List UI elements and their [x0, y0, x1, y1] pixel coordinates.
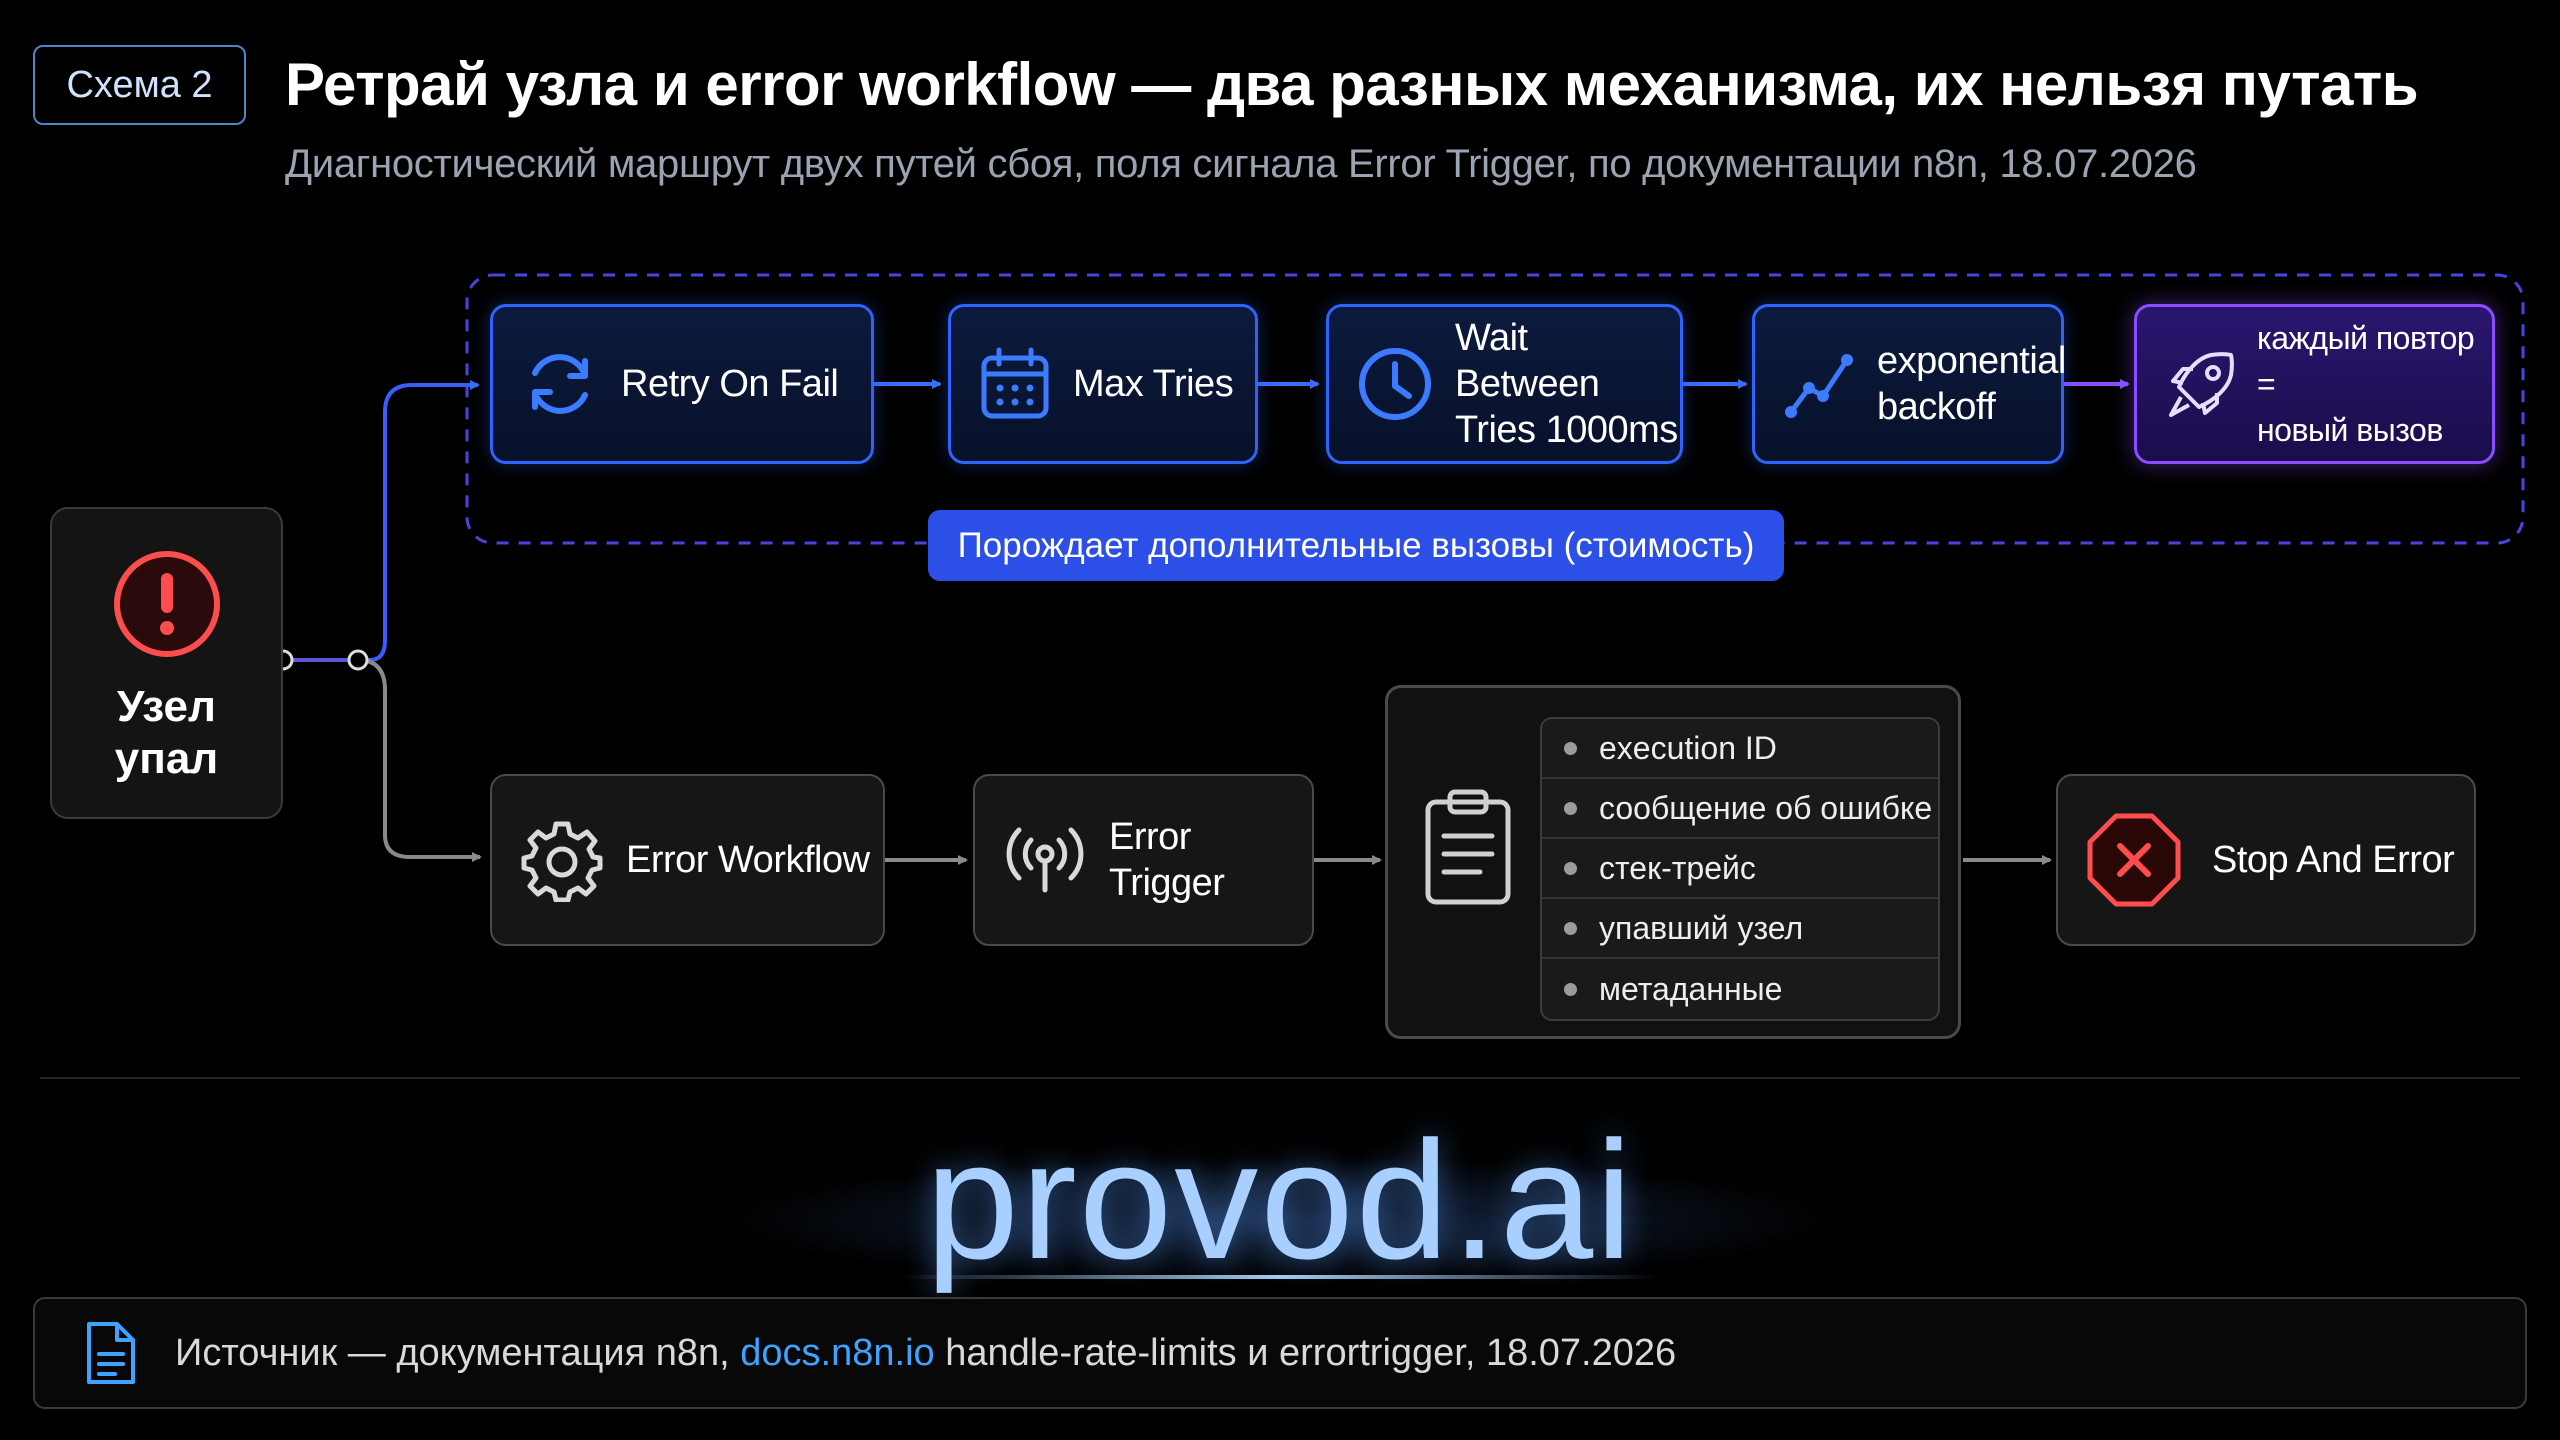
stop-and-error-label: Stop And Error [2212, 839, 2455, 881]
footer-prefix: Источник — документация n8n, [175, 1331, 730, 1374]
error-trigger-fields-panel: execution ID сообщение об ошибке стек-тр… [1385, 685, 1961, 1039]
brand-glow [680, 1150, 1880, 1290]
retry-branch-line [358, 380, 480, 662]
field-failed-node: упавший узел [1599, 909, 1804, 946]
list-item: execution ID [1542, 719, 1938, 779]
exponential-backoff-node[interactable]: exponential backoff [1752, 304, 2066, 464]
section-divider [40, 1077, 2520, 1079]
footer-text: Источник — документация n8n, docs.n8n.io… [175, 1332, 1676, 1375]
error-workflow-label: Error Workflow [626, 839, 870, 881]
field-metadata: метаданные [1599, 970, 1783, 1007]
error-branch-line [357, 658, 482, 862]
calendar-icon [981, 347, 1049, 419]
broadcast-icon [1006, 827, 1084, 893]
new-call-per-retry-node[interactable]: каждый повтор = новый вызов [2134, 304, 2495, 464]
error-workflow-node[interactable]: Error Workflow [490, 774, 885, 946]
branch-point-right [347, 649, 369, 671]
fields-list: execution ID сообщение об ошибке стек-тр… [1540, 717, 1940, 1021]
bullet-icon [1564, 861, 1577, 875]
stop-octagon-icon [2087, 813, 2181, 907]
failure-node-label: Узел упал [114, 682, 219, 783]
retry-on-fail-label: Retry On Fail [621, 363, 839, 405]
list-item: упавший узел [1542, 899, 1938, 959]
max-tries-node[interactable]: Max Tries [948, 304, 1258, 464]
wait-between-tries-label: Wait Between Tries 1000ms [1455, 317, 1678, 451]
stop-and-error-node[interactable]: Stop And Error [2056, 774, 2476, 946]
exponential-backoff-label: exponential backoff [1877, 340, 2066, 428]
clipboard-icon [1425, 789, 1511, 905]
error-trigger-label: Error Trigger [1109, 816, 1225, 904]
page-title: Ретрай узла и error workflow — два разны… [285, 51, 2419, 118]
list-item: стек-трейс [1542, 839, 1938, 899]
list-item: сообщение об ошибке [1542, 779, 1938, 839]
rocket-icon [2169, 352, 2234, 417]
bullet-icon [1564, 982, 1577, 996]
brand-underline [900, 1275, 1660, 1279]
failure-node[interactable]: Узел упал [50, 507, 283, 819]
gear-icon [521, 821, 603, 902]
retry-on-fail-node[interactable]: Retry On Fail [490, 304, 874, 464]
list-item: метаданные [1542, 959, 1938, 1019]
brand-logo: provod.ai [925, 1106, 1635, 1294]
bullet-icon [1564, 741, 1577, 755]
wait-between-tries-node[interactable]: Wait Between Tries 1000ms [1326, 304, 1683, 464]
scheme-badge: Схема 2 [33, 45, 246, 125]
clock-icon [1359, 348, 1431, 420]
footer-suffix: handle-rate-limits и errortrigger, 18.07… [945, 1331, 1677, 1374]
max-tries-label: Max Tries [1073, 363, 1234, 405]
bullet-icon [1564, 921, 1577, 935]
trend-up-icon [1785, 354, 1853, 418]
document-icon [87, 1322, 135, 1384]
source-footer: Источник — документация n8n, docs.n8n.io… [33, 1297, 2527, 1409]
error-trigger-node[interactable]: Error Trigger [973, 774, 1314, 946]
refresh-icon [532, 354, 588, 414]
page-subtitle: Диагностический маршрут двух путей сбоя,… [285, 142, 2197, 186]
cost-note-pill: Порождает дополнительные вызовы (стоимос… [928, 510, 1784, 581]
field-execution-id: execution ID [1599, 729, 1777, 766]
error-circle-icon [113, 551, 220, 657]
new-call-per-retry-label: каждый повтор = новый вызов [2257, 320, 2475, 448]
field-error-message: сообщение об ошибке [1599, 789, 1933, 826]
field-stack-trace: стек-трейс [1599, 849, 1756, 886]
bullet-icon [1564, 801, 1577, 815]
footer-source-link[interactable]: docs.n8n.io [740, 1331, 935, 1374]
